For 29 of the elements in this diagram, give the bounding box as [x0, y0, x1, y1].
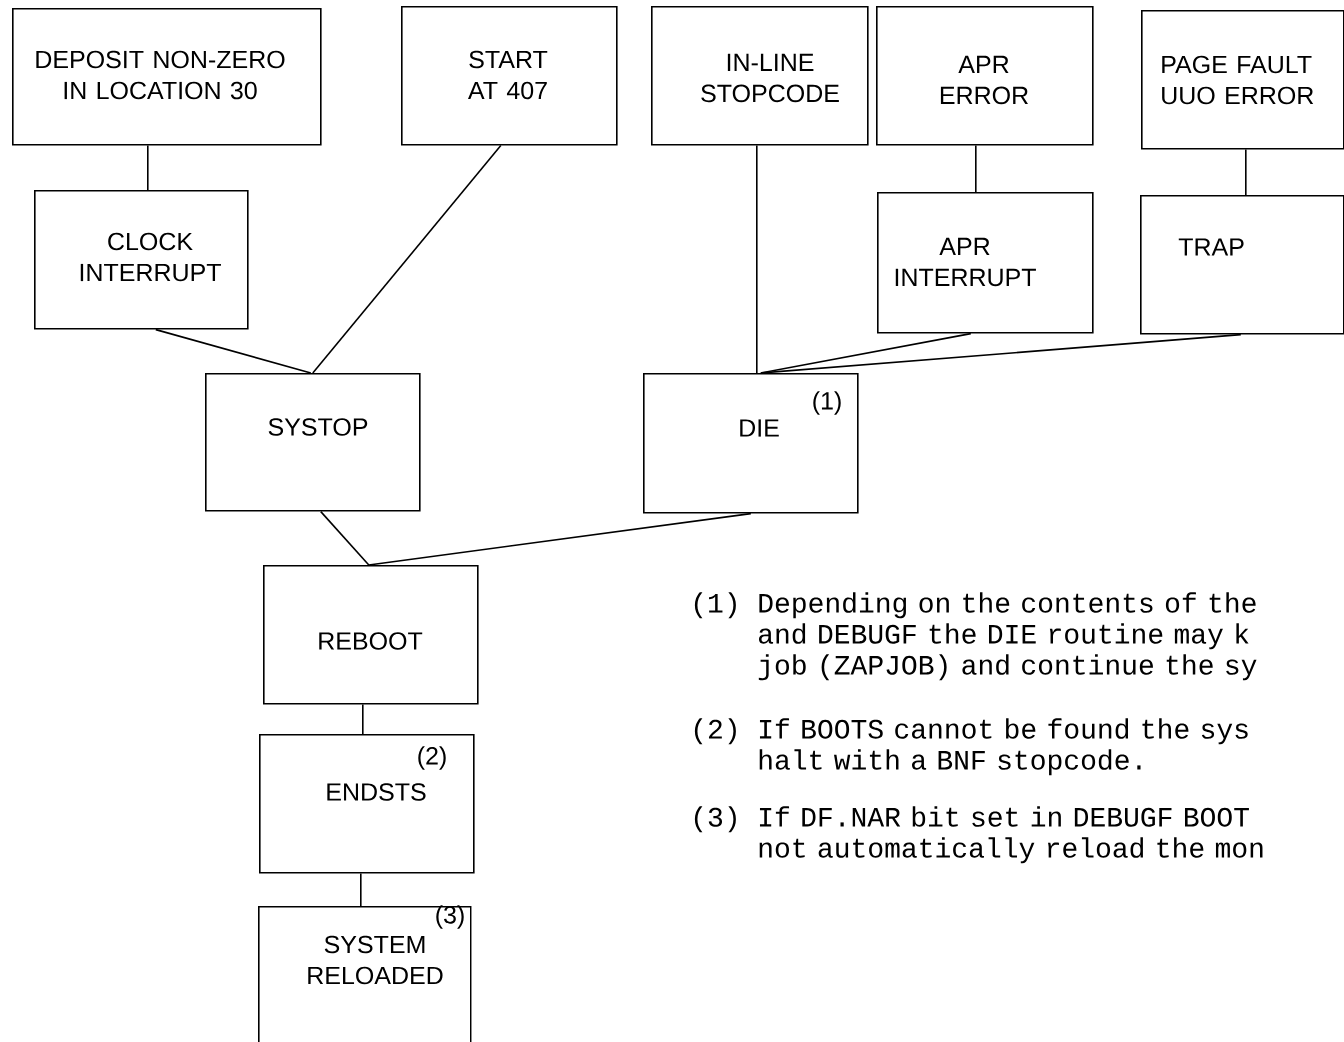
footnote-text: If DF.NAR bit set in DEBUGF BOOT not automatically reload the mon	[759, 806, 1263, 864]
connector-line	[368, 512, 752, 566]
footnote-text: If BOOTS cannot be found the sys halt with a BNF stopcode.	[759, 718, 1248, 776]
process-box: CLOCK INTERRUPT	[34, 190, 249, 330]
connector-line	[760, 333, 1242, 374]
connector-line	[1245, 148, 1247, 196]
process-box: IN-LINE STOPCODE	[651, 6, 869, 146]
connector-line	[147, 144, 149, 191]
process-box: (2) ENDSTS	[259, 734, 475, 874]
connector-line	[155, 328, 312, 374]
process-box: TRAP	[1140, 195, 1344, 335]
process-box: SYSTOP	[205, 373, 421, 512]
process-box: DEPOSIT NON-ZERO IN LOCATION 30	[12, 8, 322, 146]
process-box: PAGE FAULT UUO ERROR	[1141, 10, 1344, 150]
footnote-text: Depending on the contents of the and DEBUGF the DIE routine may k job (ZAPJOB) and continue the sy	[758, 592, 1257, 681]
connector-line	[360, 872, 362, 907]
process-box: REBOOT	[263, 565, 479, 705]
footnote-number: (2)	[694, 718, 736, 745]
footnote-number: (3)	[694, 806, 736, 833]
connector-line	[320, 510, 370, 566]
connector-line	[756, 144, 758, 374]
process-box: START AT 407	[401, 6, 618, 146]
process-box: DIE (1)	[643, 373, 859, 514]
process-box: APR ERROR	[876, 6, 1094, 146]
footnote-number: (1)	[694, 592, 736, 619]
connector-line	[362, 703, 364, 735]
connector-line	[312, 144, 502, 374]
connector-line	[975, 144, 977, 193]
process-box: APR INTERRUPT	[877, 192, 1094, 334]
